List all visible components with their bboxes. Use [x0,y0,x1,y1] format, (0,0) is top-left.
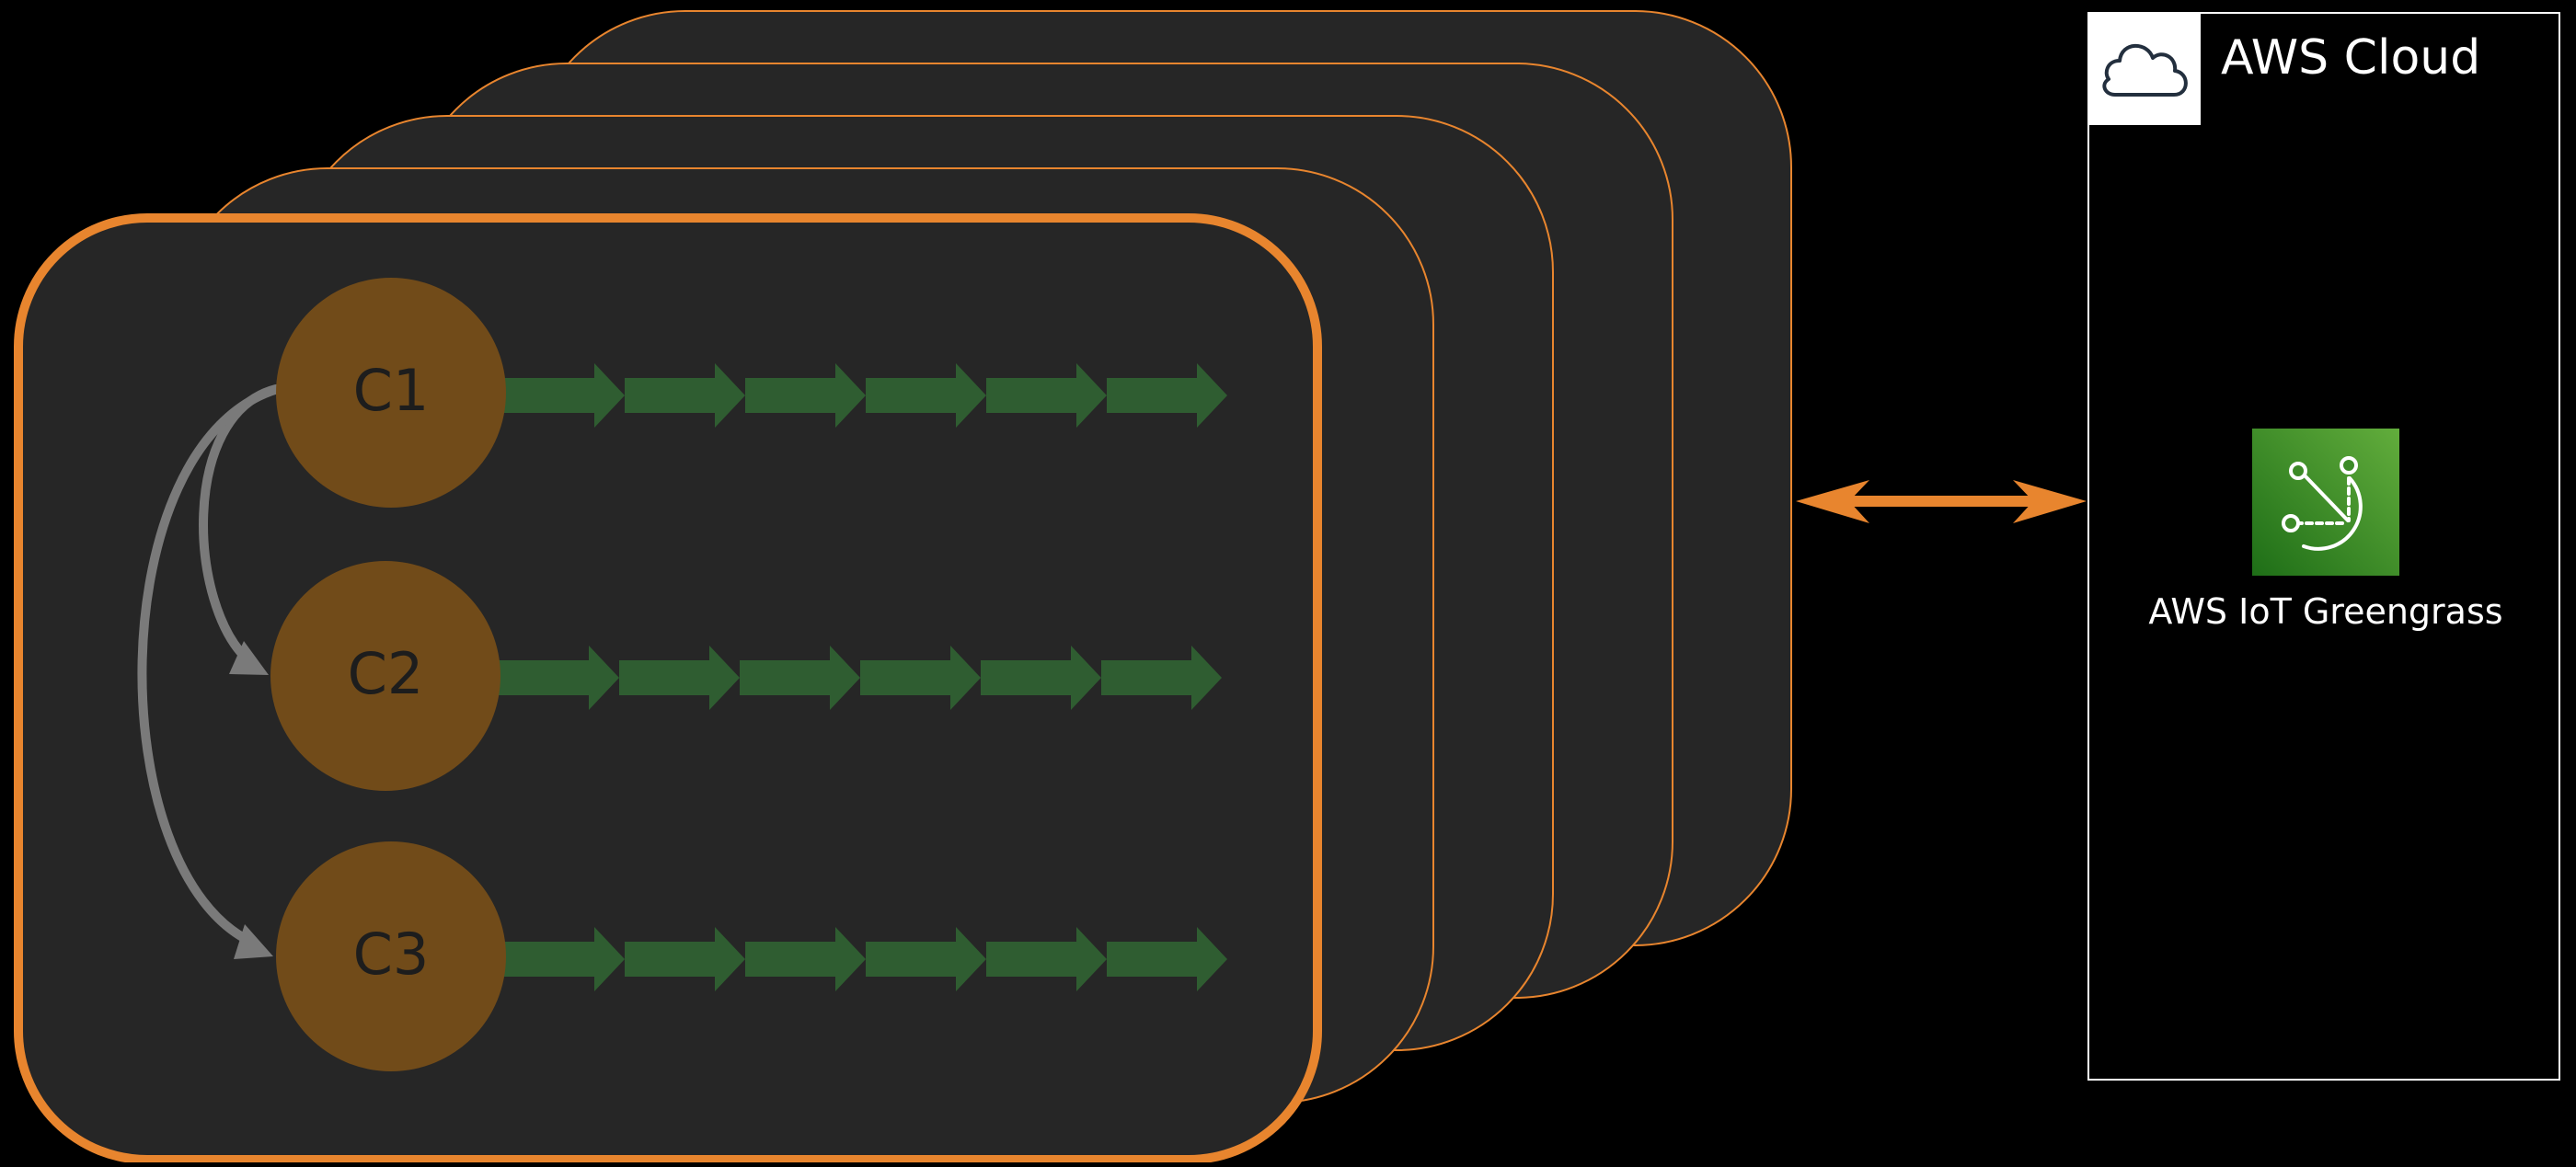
flow-arrow-row2-5 [981,646,1101,710]
cloud-icon [2102,43,2188,97]
flow-arrow-row1-5 [986,363,1107,428]
glyph-node-top-right [2340,456,2358,475]
dependency-arrows [137,384,282,959]
glyph-arc [2302,476,2363,551]
bidirectional-connector [1796,480,2087,523]
dependency-arrowhead-c2 [229,641,269,675]
aws-cloud-title: AWS Cloud [2221,30,2480,86]
flow-arrow-row2-3 [740,646,860,710]
component-c2-circle [270,561,500,791]
flow-arrow-row2-2 [619,646,740,710]
iot-greengrass-icon [2252,429,2399,576]
flow-arrow-row2-6 [1101,646,1222,710]
glyph-diagonal [2302,473,2350,522]
connector-arrowhead-left [1796,480,1869,523]
dependency-arrow-c1-c3 [137,384,282,947]
component-c1-circle [276,278,506,508]
flow-arrow-row1-6 [1107,363,1227,428]
flow-arrow-row1-1 [504,363,625,428]
flow-arrow-row3-6 [1107,927,1227,991]
iot-greengrass-glyph [2282,456,2363,551]
component-c3[interactable]: C3 [276,841,506,1071]
component-c2[interactable]: C2 [270,561,500,791]
connector-arrowhead-right [2013,480,2087,523]
aws-cloud-border [2087,12,2560,1081]
components: C1 C2 C3 [270,278,506,1071]
glyph-node-bottom-left [2282,514,2300,532]
component-c1-label: C1 [353,357,430,424]
flow-arrow-row1-2 [625,363,745,428]
component-c3-label: C3 [353,921,430,988]
flow-arrow-row3-2 [625,927,745,991]
flow-arrow-row3-4 [866,927,986,991]
iot-greengrass-label: AWS IoT Greengrass [2148,591,2502,632]
flow-arrow-row3-1 [504,927,625,991]
glyph-node-top-left [2289,462,2307,480]
flow-arrows [499,363,1227,991]
component-c1[interactable]: C1 [276,278,506,508]
aws-cloud-group: AWS Cloud AWS IoT Greengrass [2087,12,2560,1081]
flow-arrow-row3-3 [745,927,866,991]
flow-arrow-row1-4 [866,363,986,428]
flow-arrow-row2-4 [860,646,981,710]
iot-greengrass-service[interactable]: AWS IoT Greengrass [2148,429,2503,632]
flow-arrow-row1-3 [745,363,866,428]
component-c3-circle [276,841,506,1071]
flow-arrow-row3-5 [986,927,1107,991]
component-c2-label: C2 [348,640,424,707]
flow-arrow-row2-1 [499,646,619,710]
dependency-arrowhead-c3 [234,924,273,959]
